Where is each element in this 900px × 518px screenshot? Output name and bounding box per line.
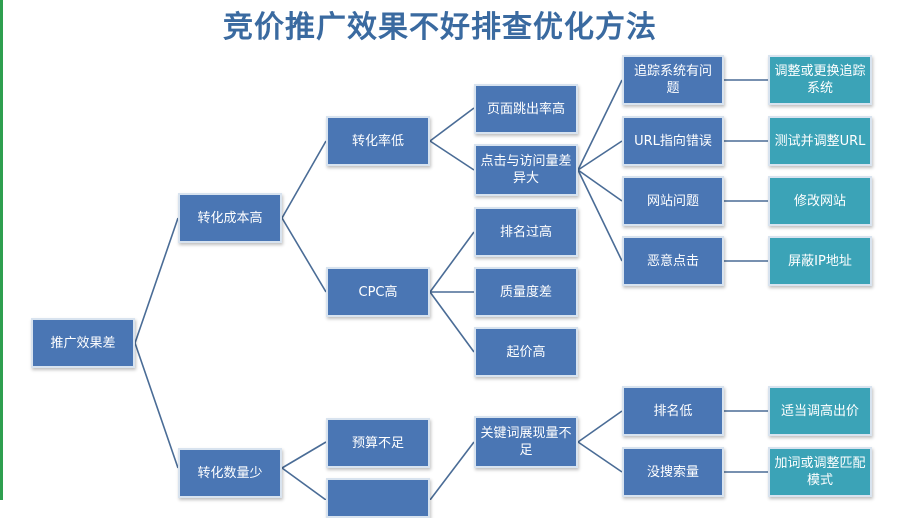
- node-quality-poor: 质量度差: [474, 267, 578, 317]
- connector: [429, 140, 475, 171]
- connector-lines: [134, 79, 768, 500]
- node-url-error: URL指向错误: [622, 116, 724, 166]
- node-bounce-rate: 页面跳出率高: [474, 84, 578, 134]
- node-root: 推广效果差: [31, 318, 135, 368]
- node-few-conversions: 转化数量少: [178, 448, 282, 498]
- node-click-visit-gap: 点击与访问量差异大: [474, 144, 578, 196]
- node-fix-tracking: 调整或更换追踪系统: [768, 55, 872, 105]
- node-block-ip: 屏蔽IP地址: [768, 236, 872, 286]
- node-raise-bid: 适当调高出价: [768, 386, 872, 436]
- connector: [577, 169, 623, 202]
- node-no-search: 没搜索量: [622, 447, 724, 497]
- left-edge-bar: [0, 0, 3, 500]
- connector: [429, 231, 475, 293]
- node-modify-site: 修改网站: [768, 176, 872, 226]
- connector: [281, 441, 327, 469]
- node-rank-low: 排名低: [622, 386, 724, 436]
- node-high-cost: 转化成本高: [178, 193, 282, 243]
- node-rank-too-high: 排名过高: [474, 207, 578, 257]
- node-cut-off: [326, 478, 430, 518]
- connector: [429, 291, 475, 353]
- node-malicious-click: 恶意点击: [622, 236, 724, 286]
- node-high-cpc: CPC高: [326, 267, 430, 317]
- diagram-title: 竞价推广效果不好排查优化方法: [223, 10, 657, 45]
- node-keyword-low-show: 关键词展现量不足: [474, 416, 578, 468]
- node-budget-low: 预算不足: [326, 418, 430, 468]
- node-add-match: 加词或调整匹配模式: [768, 447, 872, 497]
- connector: [281, 467, 327, 500]
- node-tracking-issue: 追踪系统有问题: [622, 55, 724, 105]
- node-site-issue: 网站问题: [622, 176, 724, 226]
- connector: [429, 107, 475, 142]
- connector: [577, 79, 623, 171]
- connector: [281, 217, 327, 293]
- connector: [577, 140, 623, 171]
- node-bid-high: 起价高: [474, 327, 578, 377]
- connector: [281, 140, 327, 219]
- connector: [577, 169, 623, 262]
- connector: [134, 217, 179, 344]
- connector: [577, 441, 623, 473]
- node-test-url: 测试并调整URL: [768, 116, 872, 166]
- connector: [577, 410, 623, 443]
- node-low-conversion: 转化率低: [326, 116, 430, 166]
- connector: [134, 342, 179, 469]
- connector: [429, 441, 475, 500]
